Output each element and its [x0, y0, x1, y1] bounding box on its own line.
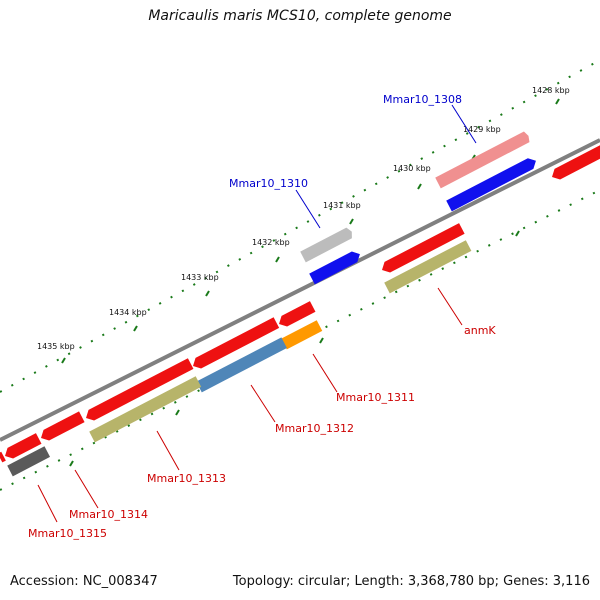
cds-mmar10-1315-upper[interactable] [2, 433, 42, 461]
map-title: Maricaulis maris MCS10, complete genome [148, 8, 452, 24]
cds-upstream[interactable] [549, 143, 600, 182]
outer-strand-features [300, 131, 531, 263]
gene-mmar10-1313[interactable] [89, 376, 202, 443]
leader-mmar10-1312 [250, 384, 276, 423]
tick-label-1435: 1435 kbp [37, 342, 75, 351]
tick-label-1433: 1433 kbp [181, 273, 219, 282]
cds-mmar10-1308[interactable] [446, 155, 538, 212]
cds-mmar10-1313-upper[interactable] [83, 358, 194, 423]
leader-mmar10-1311 [312, 353, 338, 393]
genome-summary-text: Topology: circular; Length: 3,368,780 bp… [232, 574, 590, 589]
tick-label-1431: 1431 kbp [323, 201, 361, 210]
cds-mmar10-1312-upper[interactable] [190, 317, 280, 371]
tick-1428 [555, 98, 560, 105]
gene-label-mmar10-1311[interactable]: Mmar10_1311 [336, 391, 415, 404]
tick-label-1429: 1429 kbp [463, 125, 501, 134]
tick-label-1434: 1434 kbp [109, 308, 147, 317]
cds-mmar10-1314-upper[interactable] [38, 411, 85, 443]
cds-anmk-upper[interactable] [379, 223, 465, 275]
genome-backbone [0, 138, 600, 442]
inner-scale-dots [0, 189, 600, 491]
gene-label-anmk[interactable]: anmK [464, 324, 496, 337]
cds-left-edge[interactable] [0, 451, 6, 463]
gene-label-mmar10-1310[interactable]: Mmar10_1310 [229, 177, 308, 190]
tick-1435 [61, 357, 66, 364]
gene-mmar10-1311[interactable] [281, 320, 323, 350]
tick-1433 [205, 290, 210, 297]
leader-mmar10-1315 [37, 484, 58, 523]
accession-text: Accession: NC_008347 [10, 574, 158, 589]
gene-labels: Mmar10_1308 Mmar10_1310 anmK Mmar10_1311… [28, 93, 496, 540]
leader-mmar10-1314 [74, 469, 99, 509]
gene-label-mmar10-1308[interactable]: Mmar10_1308 [383, 93, 462, 106]
gene-label-mmar10-1314[interactable]: Mmar10_1314 [69, 508, 148, 521]
inner-tick-2 [319, 337, 324, 344]
outer-scale: 1428 kbp 1429 kbp 1430 kbp 1431 kbp 1432… [0, 59, 600, 393]
cds-mmar10-1310[interactable] [309, 249, 362, 285]
inner-tick-3 [175, 409, 180, 416]
cds-mmar10-1311-upper[interactable] [276, 301, 316, 329]
gene-label-mmar10-1313[interactable]: Mmar10_1313 [147, 472, 226, 485]
gene-label-mmar10-1315[interactable]: Mmar10_1315 [28, 527, 107, 540]
label-leaders [37, 104, 477, 523]
tick-1434 [133, 325, 138, 332]
leader-mmar10-1310 [295, 189, 321, 229]
gene-mmar10-1310-pseudo[interactable] [300, 226, 354, 263]
leader-mmar10-1308 [451, 104, 477, 144]
inner-scale [0, 189, 600, 491]
gene-mmar10-1308-pseudo[interactable] [435, 131, 531, 189]
tick-1431 [349, 218, 354, 225]
tick-1432 [275, 256, 280, 263]
gene-mmar10-1312[interactable] [196, 337, 287, 393]
tick-1430 [417, 183, 422, 190]
inner-tick-4 [69, 460, 74, 467]
leader-mmar10-1313 [156, 430, 180, 471]
tick-label-1432: 1432 kbp [252, 238, 290, 247]
leader-anmk [437, 287, 463, 326]
cds-features [0, 143, 600, 463]
gene-mmar10-1315[interactable] [7, 446, 51, 477]
gene-label-mmar10-1312[interactable]: Mmar10_1312 [275, 422, 354, 435]
tick-label-1430: 1430 kbp [393, 164, 431, 173]
gene-anmk[interactable] [384, 240, 472, 294]
tick-label-1428: 1428 kbp [532, 86, 570, 95]
gene-features [7, 240, 472, 477]
inner-tick-1 [515, 230, 520, 237]
